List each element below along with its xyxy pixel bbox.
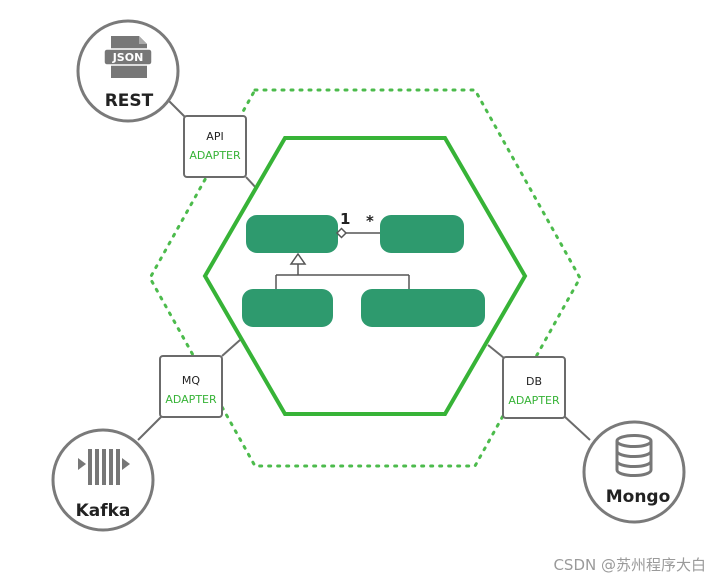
db-domain-connector <box>487 344 505 359</box>
rest-api-connector <box>167 99 187 119</box>
domain-entity-bottom-left <box>242 289 333 327</box>
kafka-icon <box>78 449 130 485</box>
kafka-mq-connector <box>137 415 163 441</box>
domain-entity-top-left <box>246 215 338 253</box>
domain-entity-top-right <box>380 215 464 253</box>
mongo-client: Mongo <box>582 420 686 524</box>
api-adapter-box <box>183 115 247 178</box>
db-mongo-connector <box>563 415 591 441</box>
domain-hexagon <box>202 136 528 416</box>
multiplicity-many: * <box>366 212 374 230</box>
aggregation-diamond <box>335 227 348 239</box>
mq-adapter-name: MQ <box>182 374 200 387</box>
outer-dotted-hexagon <box>148 88 582 468</box>
mongo-client-label: Mongo <box>606 487 671 507</box>
rest-client: JSON REST <box>76 19 180 123</box>
db-adapter: DB ADAPTER <box>502 356 566 419</box>
kafka-client: Kafka <box>51 428 155 532</box>
db-adapter-box <box>502 356 566 419</box>
domain-entity-bottom-right <box>361 289 485 327</box>
mq-adapter-box <box>159 355 223 418</box>
multiplicity-one: 1 <box>340 210 350 228</box>
watermark: CSDN @苏州程序大白 <box>553 556 706 574</box>
api-adapter: API ADAPTER <box>183 115 247 178</box>
db-adapter-name: DB <box>526 375 542 388</box>
mq-adapter-label: ADAPTER <box>165 393 217 406</box>
mq-adapter: MQ ADAPTER <box>159 355 223 418</box>
json-file-icon: JSON <box>103 36 153 78</box>
json-icon-text: JSON <box>112 51 144 64</box>
db-adapter-label: ADAPTER <box>508 394 560 407</box>
rest-client-label: REST <box>105 91 154 111</box>
api-adapter-name: API <box>206 130 223 143</box>
api-adapter-label: ADAPTER <box>189 149 241 162</box>
mq-domain-connector <box>221 339 241 357</box>
kafka-client-label: Kafka <box>76 501 131 521</box>
mongo-client-circle <box>582 420 686 524</box>
database-icon <box>615 434 653 477</box>
